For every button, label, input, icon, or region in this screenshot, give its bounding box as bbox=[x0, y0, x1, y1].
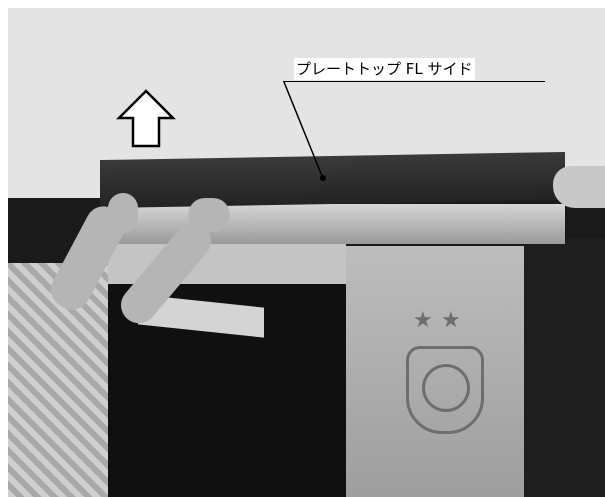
club-emblem-icon bbox=[406, 346, 484, 434]
up-arrow-icon bbox=[115, 89, 177, 148]
cabinet-side bbox=[524, 238, 605, 497]
star-icon: ★ bbox=[441, 308, 461, 333]
right-hand bbox=[188, 198, 230, 232]
star-icon: ★ bbox=[413, 308, 433, 333]
callout-underline bbox=[283, 81, 545, 82]
football-icon bbox=[422, 364, 470, 412]
callout-label: プレートトップ FL サイド bbox=[294, 58, 475, 80]
left-hand bbox=[108, 193, 138, 233]
right-person-hand bbox=[553, 166, 605, 208]
cabinet-photo: ★ ★ bbox=[8, 8, 605, 497]
